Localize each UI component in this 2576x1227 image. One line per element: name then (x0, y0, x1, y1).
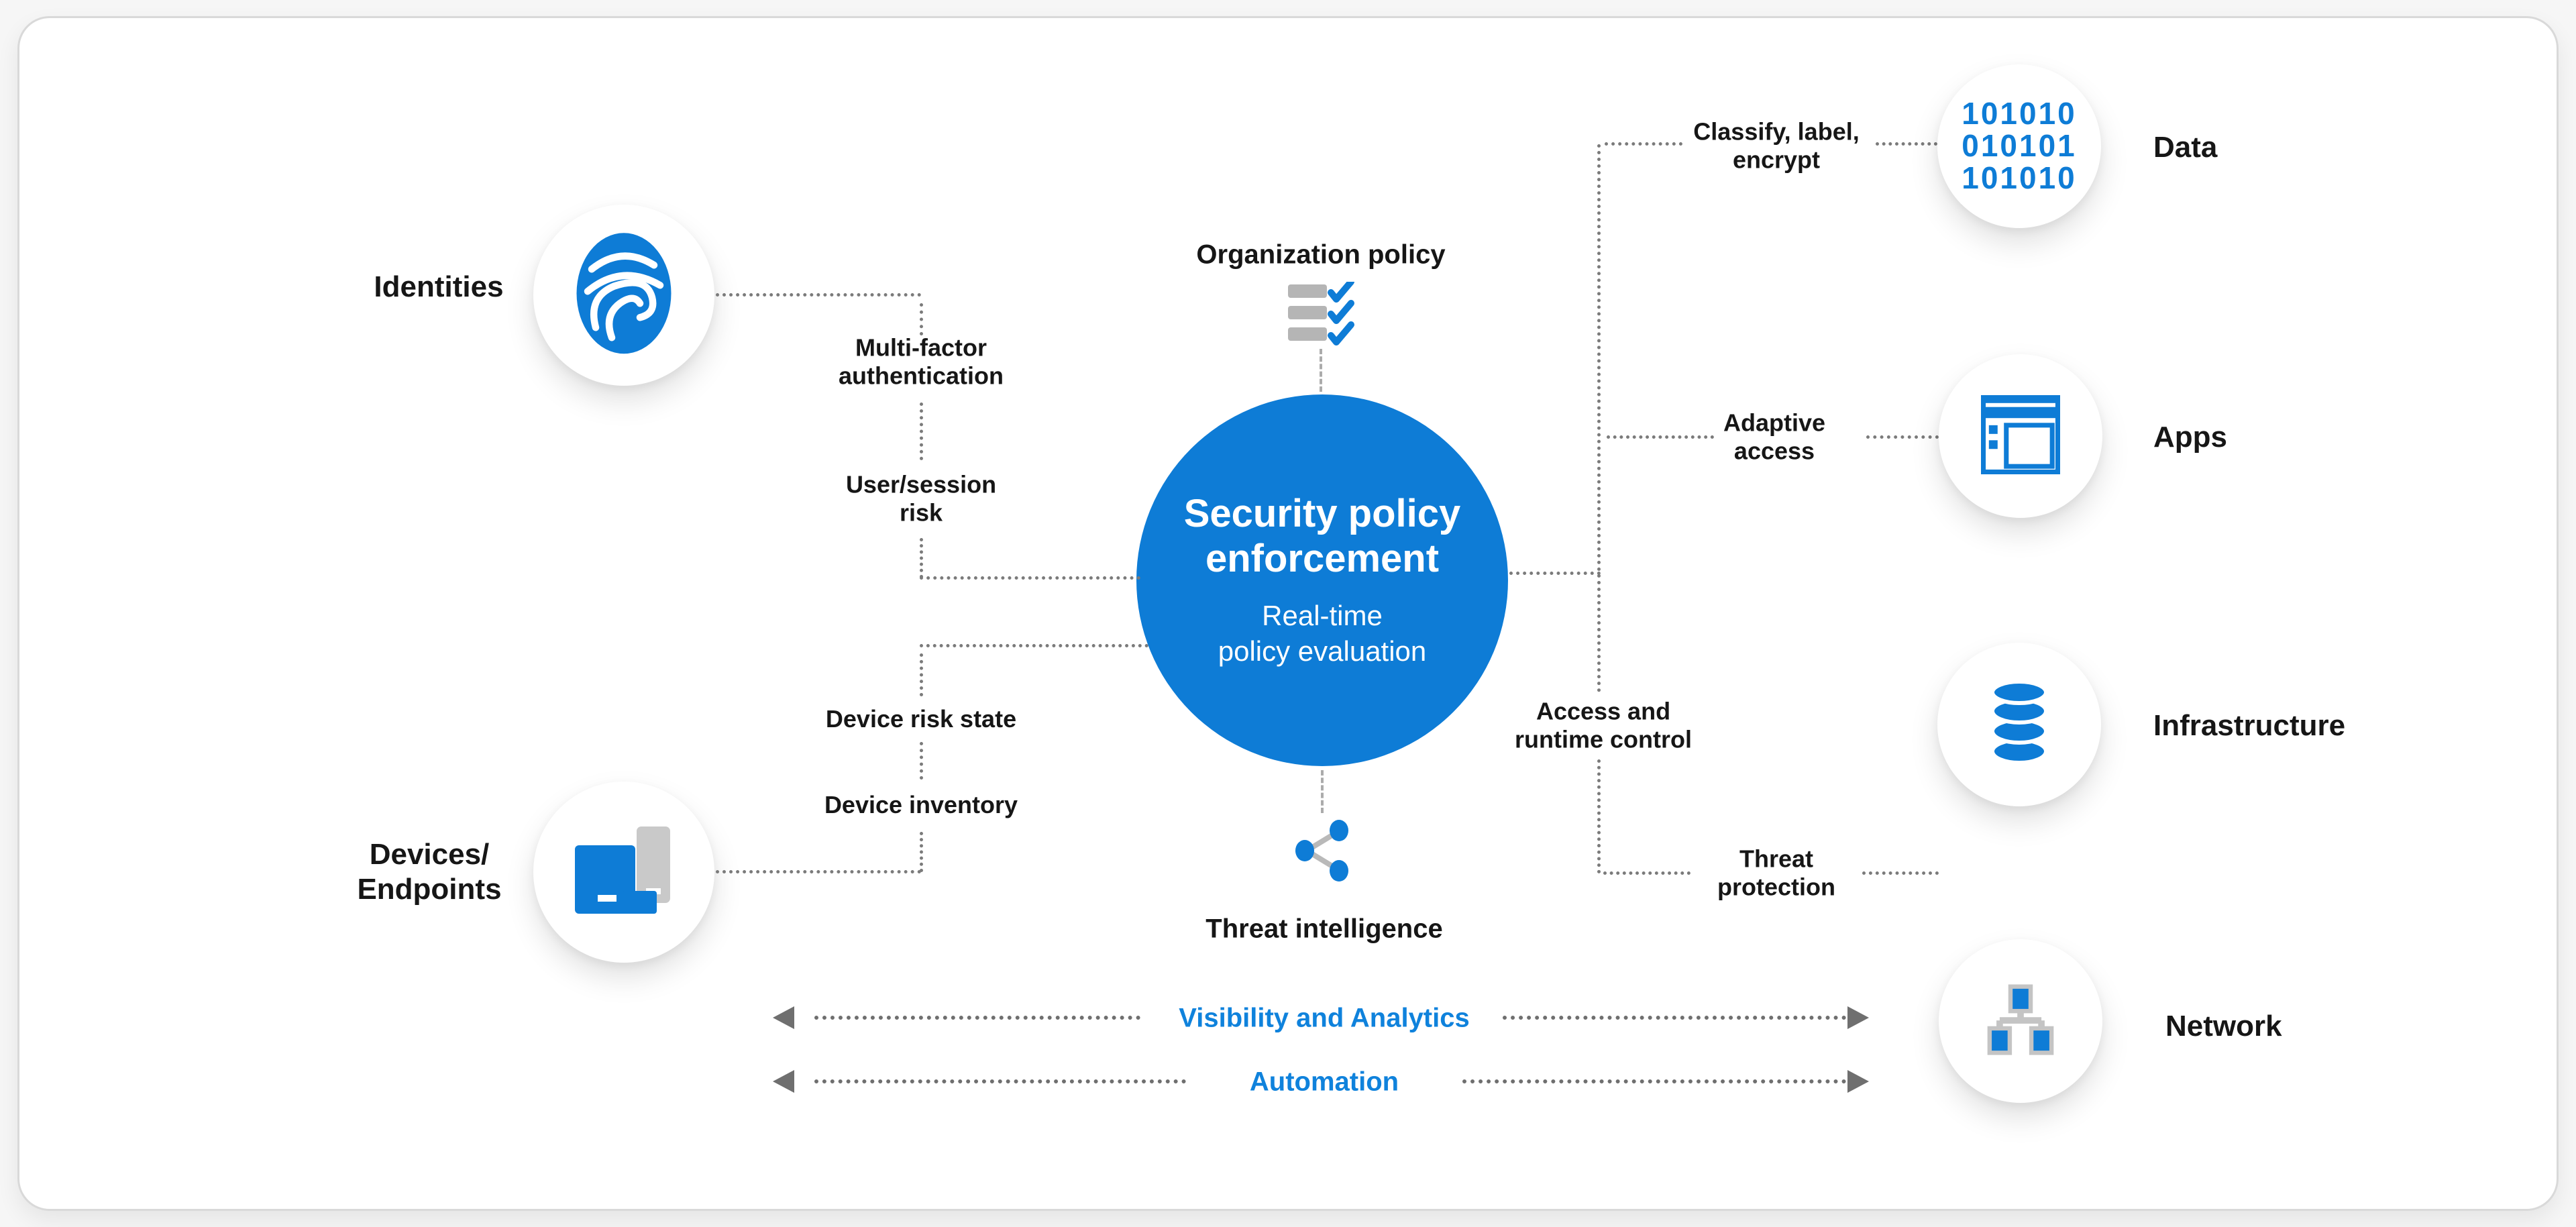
apps-label: Apps (2153, 421, 2227, 454)
fingerprint-icon (574, 231, 674, 360)
security-policy-enforcement-node: Security policy enforcement Real-time po… (1136, 394, 1508, 766)
identities-node (533, 205, 714, 386)
center-to-trunk-h (1509, 572, 1601, 575)
network-branch-dots-right (1862, 871, 1939, 875)
data-node: 101010 010101 101010 (1937, 64, 2101, 228)
identities-connector-v1 (920, 303, 923, 335)
automation-dots-left (814, 1079, 1186, 1083)
apps-node (1939, 354, 2102, 518)
threat-protection-label: Threat protection (1717, 845, 1835, 901)
devices-connector-v3 (920, 832, 923, 872)
apps-branch-dots-right (1866, 435, 1939, 439)
right-trunk-upper (1597, 144, 1601, 692)
network-topology-icon (1981, 980, 2060, 1063)
devices-connector-v2 (920, 742, 923, 780)
user-session-risk-label: User/session risk (845, 470, 997, 527)
laptop-phone-icon (575, 826, 673, 918)
identities-label: Identities (374, 270, 504, 304)
visibility-dots-left (814, 1016, 1140, 1020)
identities-to-center-h (920, 576, 1140, 580)
data-branch-dots-left (1605, 142, 1682, 146)
data-label: Data (2153, 131, 2218, 164)
identities-connector-h (716, 293, 921, 297)
devices-endpoints-label: Devices/ Endpoints (357, 838, 502, 906)
automation-arrowhead-left (773, 1070, 794, 1093)
center-title: Security policy enforcement (1183, 491, 1461, 580)
infrastructure-label: Infrastructure (2153, 709, 2346, 743)
network-branch-dots-left (1603, 871, 1690, 875)
organization-policy-label: Organization policy (1196, 239, 1446, 270)
network-label: Network (2165, 1010, 2282, 1043)
threat-intelligence-label: Threat intelligence (1205, 914, 1443, 944)
share-nodes-icon (1293, 820, 1355, 885)
classify-label-encrypt-label: Classify, label, encrypt (1693, 117, 1860, 174)
access-runtime-control-label: Access and runtime control (1514, 697, 1693, 753)
visibility-arrowhead-right (1847, 1006, 1869, 1029)
devices-to-center-h (920, 644, 1148, 647)
policy-checklist-icon (1288, 278, 1358, 350)
devices-connector-h (716, 870, 921, 873)
automation-dots-right (1462, 1079, 1846, 1083)
center-to-threat-intel-connector (1321, 770, 1324, 813)
devices-node (533, 782, 714, 963)
visibility-arrowhead-left (773, 1006, 794, 1029)
app-window-icon (1981, 394, 2060, 478)
apps-branch-dots-left (1607, 435, 1714, 439)
center-subtitle: Real-time policy evaluation (1218, 600, 1427, 667)
automation-arrowhead-right (1847, 1070, 1869, 1093)
database-icon (1987, 679, 2051, 769)
policy-to-center-connector (1320, 349, 1322, 392)
data-branch-dots-right (1876, 142, 1937, 146)
mfa-label: Multi-factor authentication (838, 333, 1004, 390)
network-node (1939, 939, 2102, 1103)
adaptive-access-label: Adaptive access (1723, 409, 1826, 465)
device-risk-state-label: Device risk state (825, 704, 1017, 733)
visibility-dots-right (1503, 1016, 1846, 1020)
visibility-analytics-label: Visibility and Analytics (1179, 1003, 1470, 1033)
automation-label: Automation (1249, 1067, 1399, 1097)
devices-connector-v1 (920, 653, 923, 696)
binary-data-icon: 101010 010101 101010 (1962, 96, 2077, 195)
device-inventory-label: Device inventory (824, 790, 1018, 818)
infrastructure-node (1937, 643, 2101, 806)
right-trunk-lower (1597, 759, 1601, 873)
identities-connector-v3 (920, 538, 923, 578)
identities-connector-v2 (920, 403, 923, 460)
